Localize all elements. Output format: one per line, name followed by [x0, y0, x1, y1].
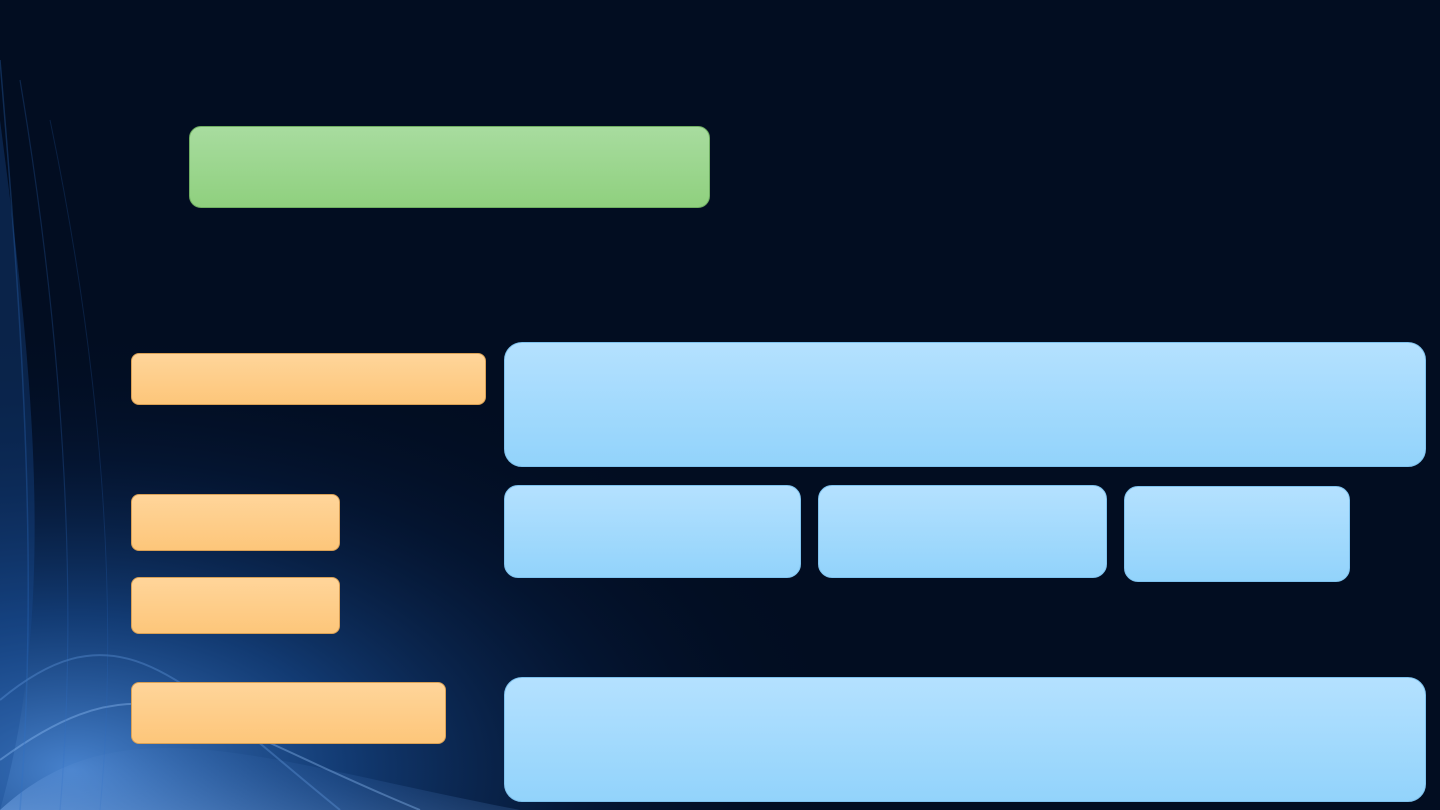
left-label-1 — [131, 353, 486, 405]
right-panel-top — [504, 342, 1426, 467]
right-panel-bottom — [504, 677, 1426, 802]
title-box — [189, 126, 710, 208]
left-label-2 — [131, 494, 340, 551]
right-panel-middle-1 — [504, 485, 801, 578]
left-label-4 — [131, 682, 446, 744]
right-panel-middle-3 — [1124, 486, 1350, 582]
left-label-3 — [131, 577, 340, 634]
right-panel-middle-2 — [818, 485, 1107, 578]
